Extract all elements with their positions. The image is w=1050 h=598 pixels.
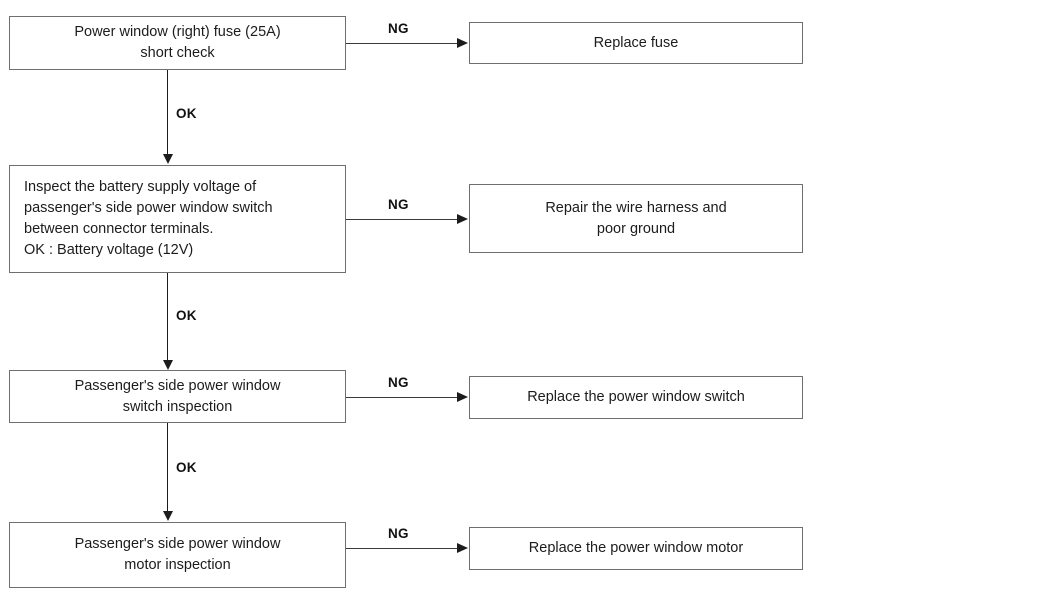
- connector-ng-arrowhead-4: [457, 543, 468, 553]
- result-node-replace-switch[interactable]: Replace the power window switch: [469, 376, 803, 419]
- connector-ok-arrowhead-3: [163, 511, 173, 521]
- edge-label-ng-3: NG: [388, 375, 409, 390]
- decision-node-fuse-short-check[interactable]: Power window (right) fuse (25A) short ch…: [9, 16, 346, 70]
- edge-label-ok-2: OK: [176, 308, 197, 323]
- result-node-replace-motor[interactable]: Replace the power window motor: [469, 527, 803, 570]
- edge-label-ok-3: OK: [176, 460, 197, 475]
- connector-ng-line-3: [346, 397, 459, 398]
- connector-ok-line-3: [167, 423, 168, 511]
- edge-label-ng-4: NG: [388, 526, 409, 541]
- connector-ok-line-1: [167, 70, 168, 155]
- result-node-repair-wire-harness[interactable]: Repair the wire harness and poor ground: [469, 184, 803, 253]
- connector-ng-line-4: [346, 548, 459, 549]
- decision-node-switch-inspection[interactable]: Passenger's side power window switch ins…: [9, 370, 346, 423]
- connector-ng-line-1: [346, 43, 459, 44]
- decision-node-battery-supply-voltage[interactable]: Inspect the battery supply voltage of pa…: [9, 165, 346, 273]
- connector-ok-line-2: [167, 273, 168, 361]
- decision-node-motor-inspection[interactable]: Passenger's side power window motor insp…: [9, 522, 346, 588]
- edge-label-ok-1: OK: [176, 106, 197, 121]
- connector-ng-arrowhead-3: [457, 392, 468, 402]
- connector-ng-arrowhead-2: [457, 214, 468, 224]
- edge-label-ng-2: NG: [388, 197, 409, 212]
- edge-label-ng-1: NG: [388, 21, 409, 36]
- connector-ok-arrowhead-1: [163, 154, 173, 164]
- connector-ng-arrowhead-1: [457, 38, 468, 48]
- connector-ok-arrowhead-2: [163, 360, 173, 370]
- result-node-replace-fuse[interactable]: Replace fuse: [469, 22, 803, 64]
- connector-ng-line-2: [346, 219, 459, 220]
